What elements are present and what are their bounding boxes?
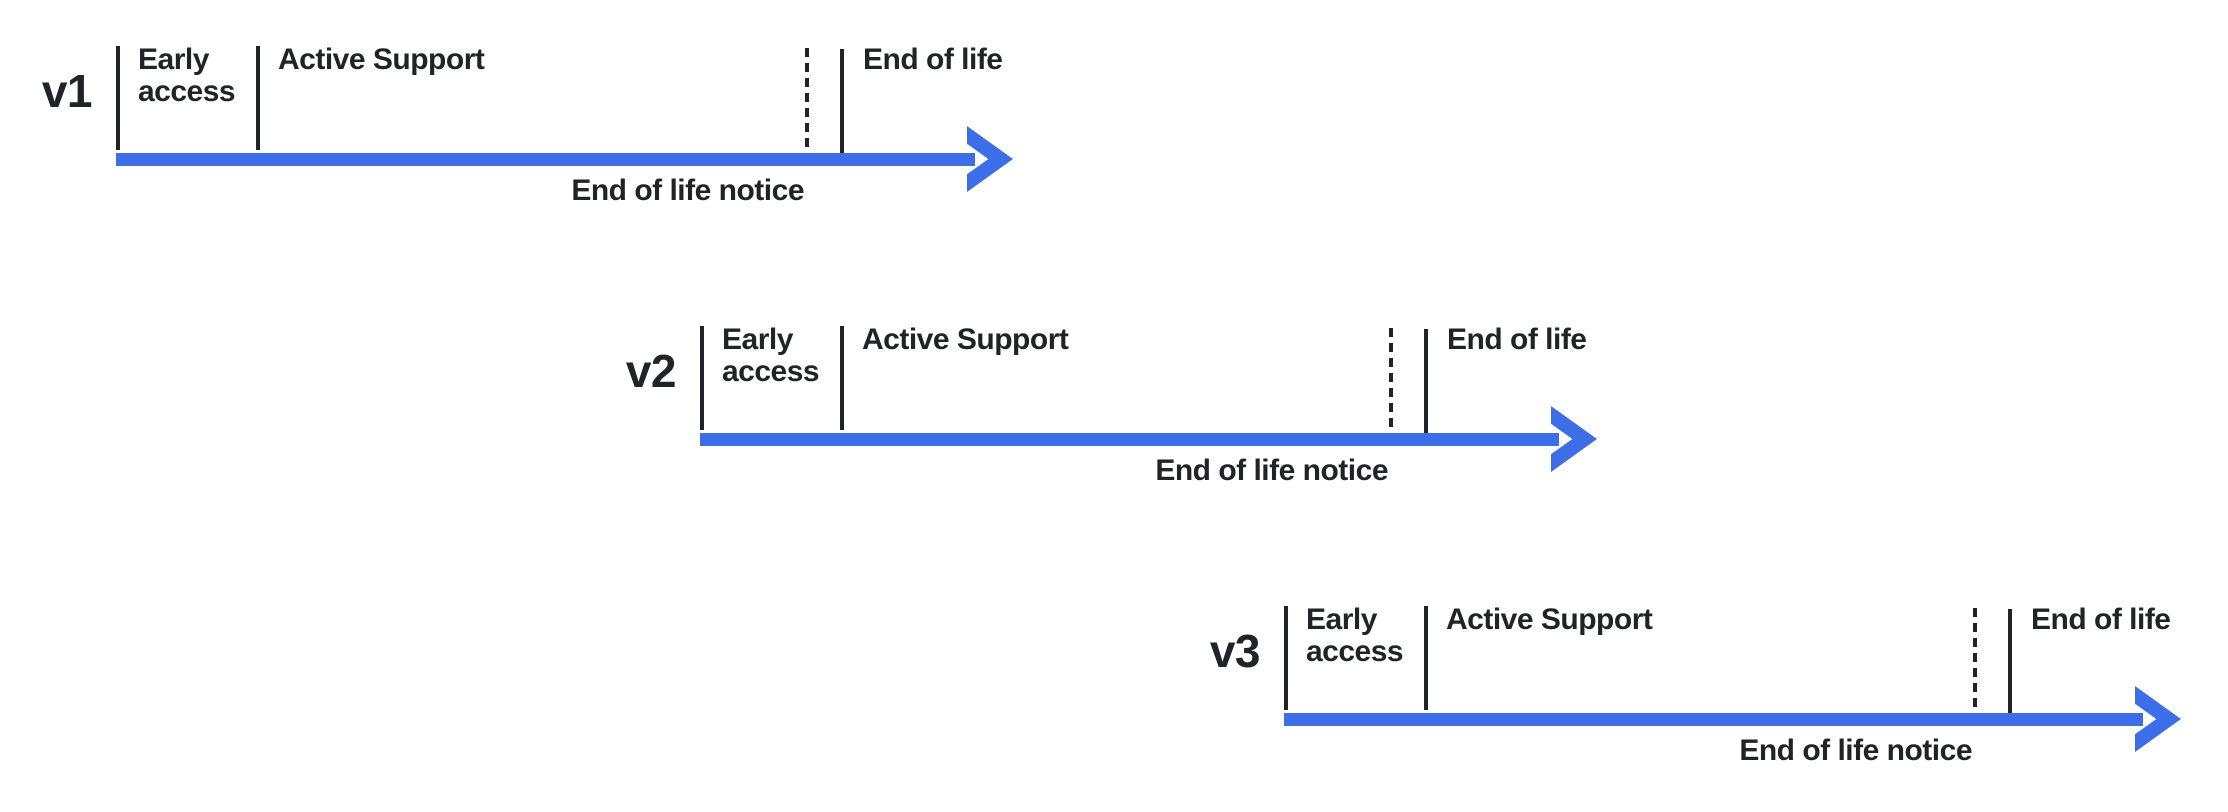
end-of-life-tick [2008, 609, 2012, 713]
timeline-arrow-line [700, 433, 1559, 446]
end-of-life-notice-dashed-tick [805, 48, 809, 148]
end-of-life-notice-dashed-tick [1973, 608, 1977, 708]
end-of-life-tick [1424, 329, 1428, 433]
end-of-life-label: End of life [863, 43, 1003, 76]
early-access-start-tick [700, 326, 704, 430]
version-label: v2 [625, 345, 677, 397]
version-label: v3 [1209, 625, 1261, 677]
timeline-arrow-line [1284, 713, 2143, 726]
end-of-life-label: End of life [2031, 603, 2171, 636]
end-of-life-notice-label: End of life notice [571, 174, 804, 207]
end-of-life-tick [840, 49, 844, 153]
early-access-label: Early access [138, 43, 236, 108]
active-support-label: Active Support [1446, 603, 1653, 636]
early-access-label: Early access [722, 323, 820, 388]
active-support-label: Active Support [862, 323, 1069, 356]
active-support-start-tick [840, 326, 844, 430]
active-support-start-tick [1424, 606, 1428, 710]
arrowhead-icon [2135, 686, 2181, 752]
early-access-label: Early access [1306, 603, 1404, 668]
arrowhead-icon [967, 126, 1013, 192]
early-access-start-tick [116, 46, 120, 150]
timeline-arrow-line [116, 153, 975, 166]
active-support-start-tick [256, 46, 260, 150]
end-of-life-label: End of life [1447, 323, 1587, 356]
end-of-life-notice-label: End of life notice [1739, 734, 1972, 767]
end-of-life-notice-dashed-tick [1389, 328, 1393, 428]
version-label: v1 [41, 65, 93, 117]
early-access-start-tick [1284, 606, 1288, 710]
arrowhead-icon [1551, 406, 1597, 472]
active-support-label: Active Support [278, 43, 485, 76]
end-of-life-notice-label: End of life notice [1155, 454, 1388, 487]
